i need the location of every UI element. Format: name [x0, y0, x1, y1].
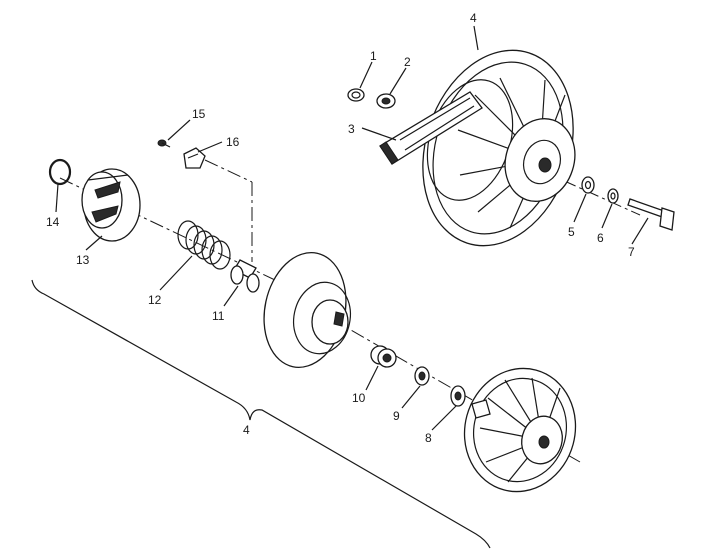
lock-washer-6: [607, 188, 619, 204]
drive-hub-bore: [538, 157, 552, 173]
fixed-sheave: [463, 367, 577, 493]
bolt-7: [627, 198, 675, 231]
spring-12: [177, 220, 231, 270]
callout-9: 9: [393, 409, 400, 423]
callout-2: 2: [404, 55, 411, 69]
drive-hub: [504, 118, 576, 202]
callout-1: 1: [370, 49, 377, 63]
bushing-10: [370, 345, 397, 368]
drive-hub-ring: [522, 139, 562, 185]
callout-13: 13: [76, 253, 90, 267]
washer-5: [581, 176, 595, 194]
cam-axis-line: [204, 159, 253, 183]
bushing-11: [230, 259, 260, 293]
callout-15: 15: [192, 107, 206, 121]
callout-8: 8: [425, 431, 432, 445]
callout-16: 16: [226, 135, 240, 149]
assembly-bracket: [31, 279, 491, 549]
leader-lines: [55, 25, 649, 431]
callout-10: 10: [352, 391, 366, 405]
callout-11: 11: [212, 309, 225, 323]
callout-6: 6: [597, 231, 604, 245]
driven-axis-line: [59, 177, 276, 281]
washer-1: [347, 88, 365, 102]
drive-belt: [379, 91, 483, 165]
snap-ring-14: [48, 158, 72, 186]
callout-5: 5: [568, 225, 575, 239]
callout-3: 3: [348, 122, 355, 136]
moveable-sheave: [263, 252, 351, 368]
screw-15: [157, 139, 171, 148]
callout-14: 14: [46, 215, 60, 229]
callout-12: 12: [148, 293, 162, 307]
callout-4-top: 4: [470, 11, 477, 25]
torque-cam-13: [81, 168, 141, 242]
callout-7: 7: [628, 245, 635, 259]
callout-4-bracket: 4: [243, 423, 250, 437]
cam-16: [183, 147, 206, 169]
